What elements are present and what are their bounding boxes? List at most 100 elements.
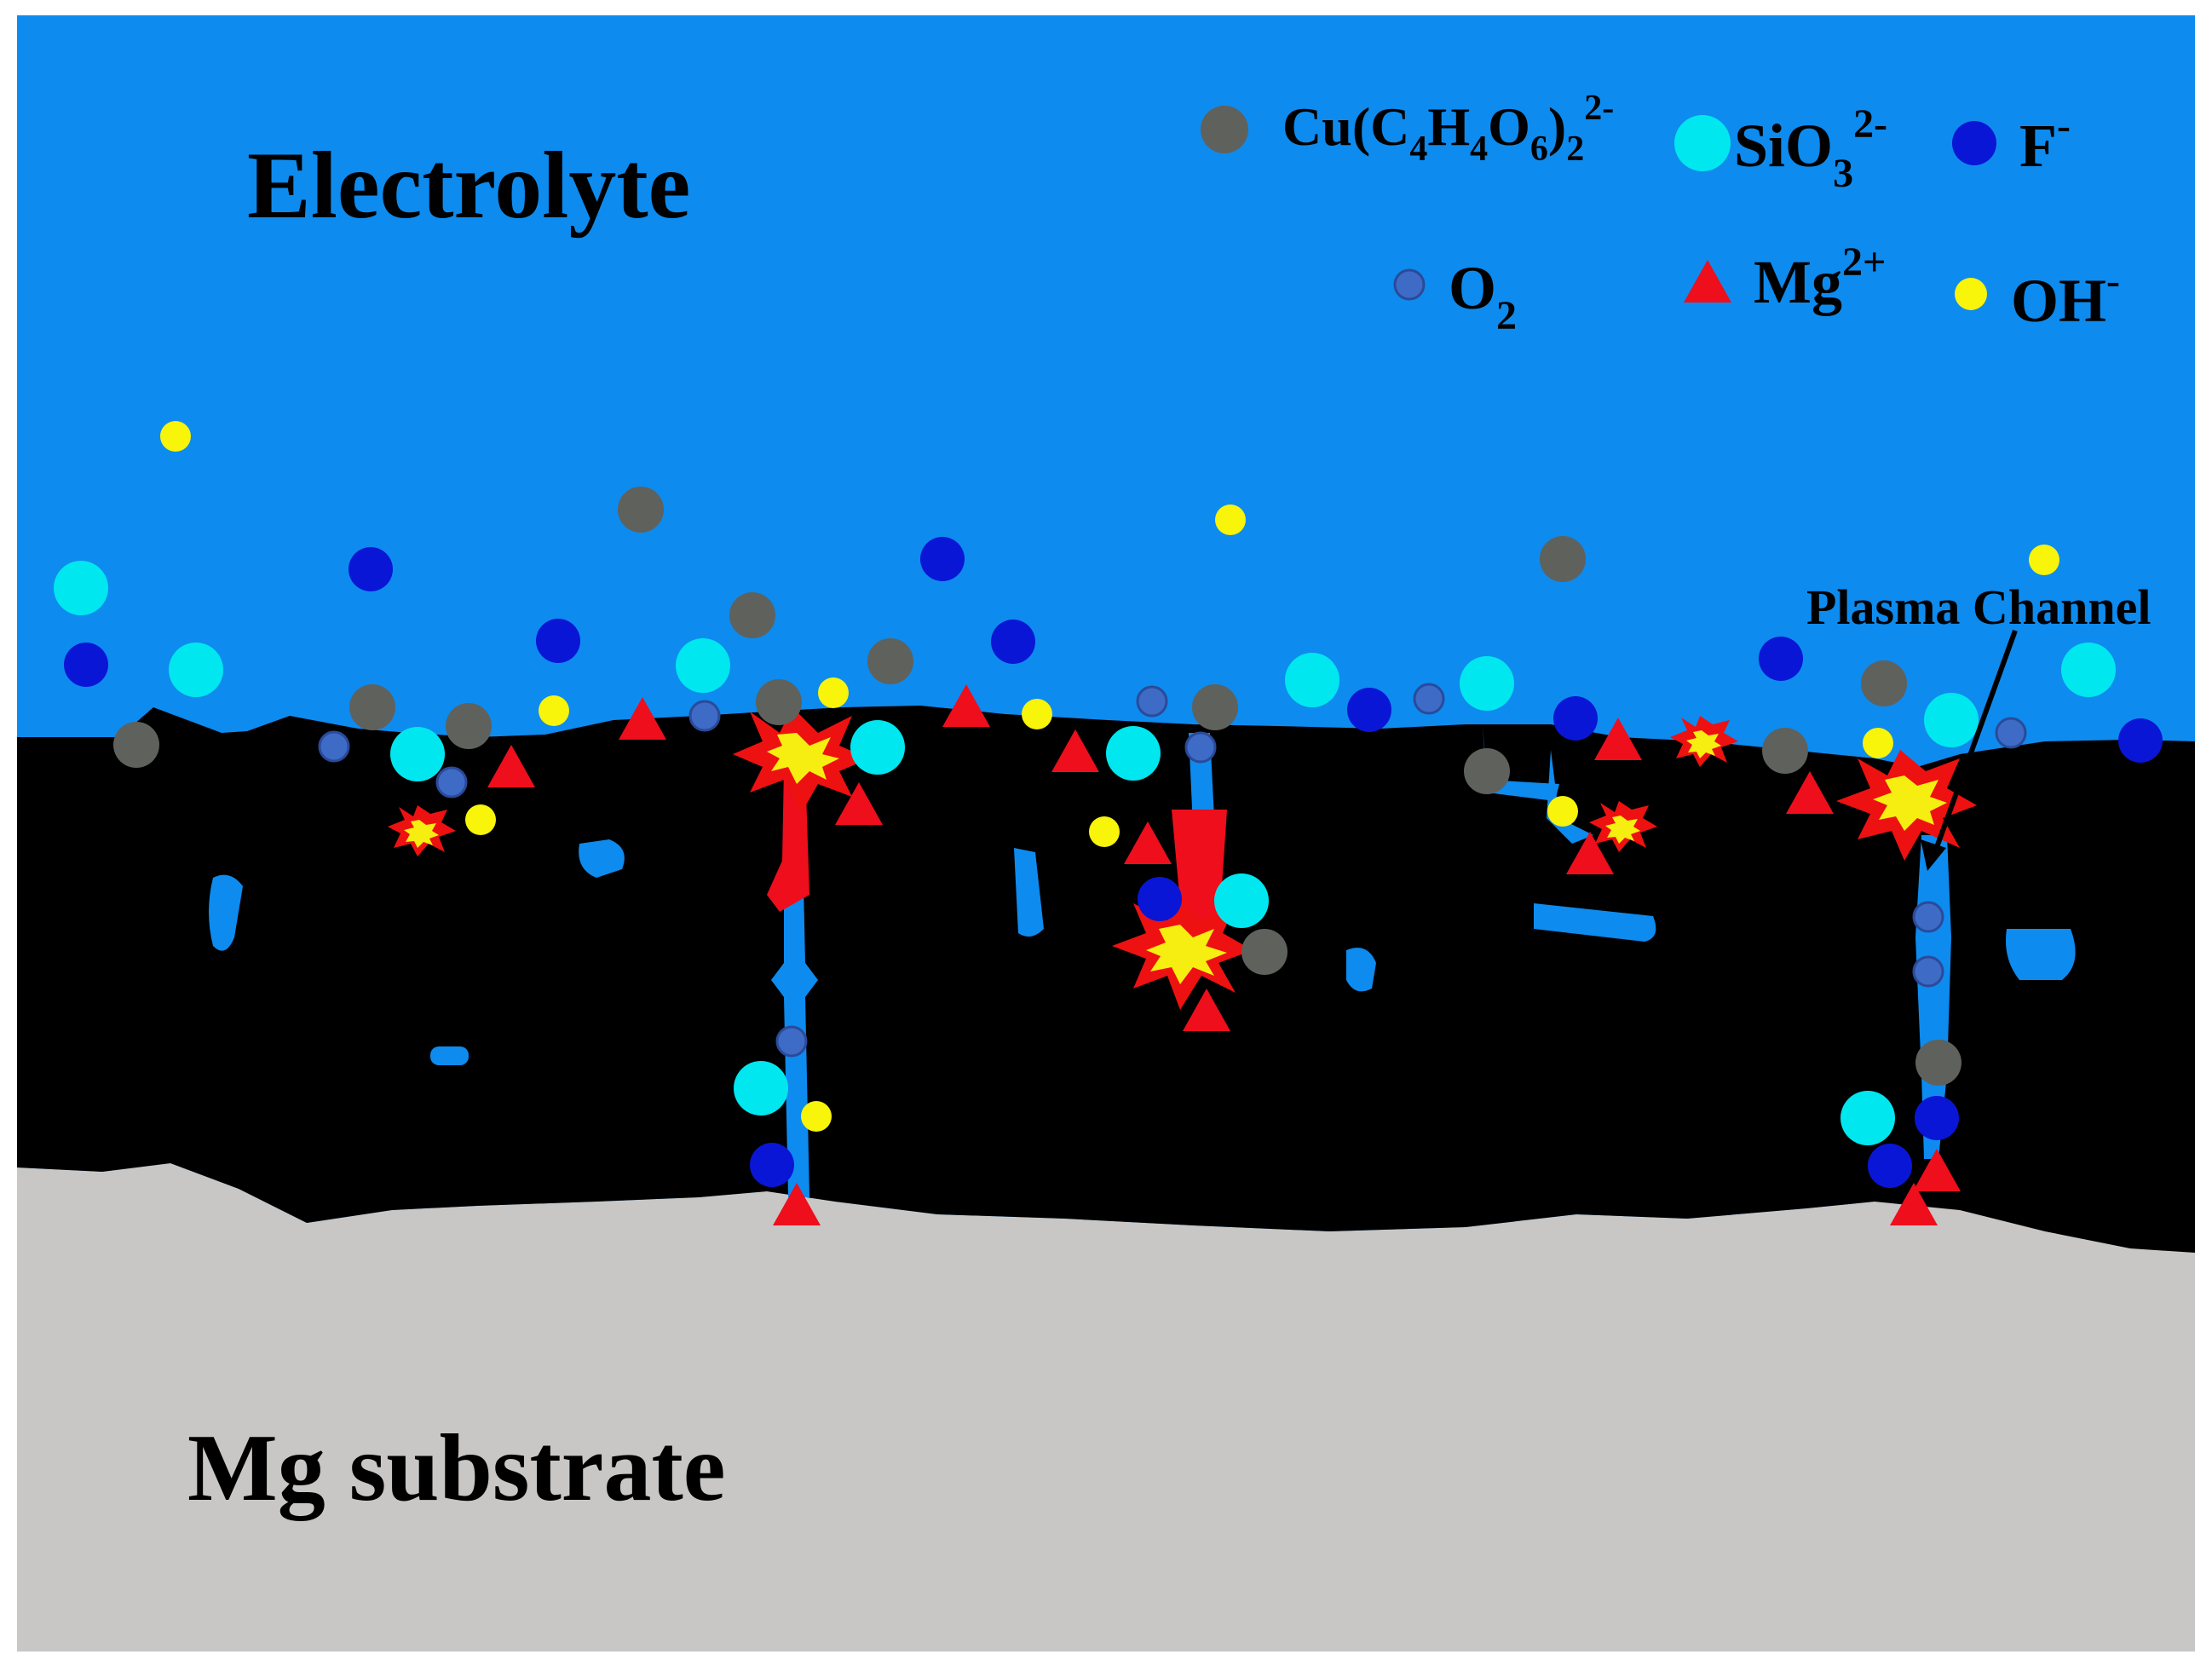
pore — [1534, 903, 1656, 942]
fluoride-ion — [920, 537, 965, 581]
text: Mg — [1754, 248, 1842, 316]
superscript: 2- — [1853, 101, 1887, 147]
fluoride-ion — [1759, 637, 1803, 681]
pore — [430, 1046, 469, 1065]
magnesium-ion — [1183, 989, 1230, 1031]
cu-tartrate-ion — [1192, 684, 1238, 730]
oxide-coating-layer — [17, 706, 2195, 1253]
cu-text: Cu(C — [1282, 96, 1409, 157]
oxygen-molecule — [1136, 685, 1168, 718]
silicate-ion — [1214, 873, 1269, 928]
cu-tartrate-ion — [1540, 536, 1586, 582]
magnesium-ion — [835, 782, 883, 825]
cu-tartrate-ion — [756, 679, 802, 725]
fluoride-ion — [1868, 1144, 1912, 1188]
oxygen-molecule — [1995, 717, 2027, 749]
silicate-ions — [54, 561, 2116, 1145]
spark-discharges — [388, 707, 1977, 1010]
superscript: - — [2057, 103, 2071, 148]
cu-tartrate-ion — [1464, 748, 1510, 794]
pore — [1346, 948, 1376, 992]
electrolyte-label: Electrolyte — [247, 133, 690, 239]
text: F — [2019, 112, 2057, 180]
pore — [579, 839, 625, 878]
silicate-ion — [169, 643, 223, 697]
cu-tartrate-ions — [113, 487, 1961, 1086]
mg-substrate-region — [17, 1163, 2195, 1652]
fluoride-ion — [64, 643, 108, 687]
plasma-channel-label: Plasma Channel — [1806, 579, 2151, 635]
cu-tartrate-ion — [1915, 1040, 1961, 1086]
legend-magnesium-swatch — [1684, 260, 1731, 303]
hydroxide-ion — [1547, 796, 1578, 827]
text: OH — [2011, 267, 2106, 335]
legend-silicate-swatch — [1674, 115, 1731, 171]
legend-magnesium-label: Mg2+ — [1754, 239, 1886, 316]
fluoride-ion — [1138, 877, 1182, 921]
oxygen-molecule — [1912, 901, 1944, 933]
legend-hydroxide-swatch — [1955, 278, 1987, 310]
silicate-ion — [734, 1061, 788, 1115]
legend-oxygen-label: O2 — [1449, 254, 1517, 338]
text: ) — [1548, 96, 1566, 157]
fluoride-ion — [1347, 688, 1391, 732]
hydroxide-ion — [465, 804, 496, 835]
cu-tartrate-ion — [349, 684, 395, 730]
cu-tartrate-ion — [113, 722, 159, 768]
oxygen-molecule — [1413, 683, 1445, 715]
magnesium-ion — [619, 697, 666, 740]
hydroxide-ions — [160, 421, 2059, 1132]
silicate-ion — [1106, 726, 1161, 781]
text: O — [1449, 254, 1496, 322]
text: O — [1488, 96, 1530, 157]
hydroxide-ion — [160, 421, 191, 452]
cu-tartrate-ion — [1861, 660, 1907, 706]
spark-icon — [767, 733, 839, 784]
legend-cu-tartrate-swatch — [1201, 106, 1248, 153]
cu-tartrate-ion — [729, 592, 775, 638]
cu-tartrate-ion — [618, 487, 664, 533]
oxygen-molecule — [688, 700, 721, 732]
hydroxide-ion — [2029, 545, 2059, 575]
text: H — [1427, 96, 1470, 157]
text: SiO — [1734, 112, 1833, 180]
silicate-ion — [1924, 693, 1979, 747]
subscript: 4 — [1409, 130, 1427, 169]
oxygen-molecules — [318, 683, 2027, 1058]
spark-icon — [1146, 925, 1227, 984]
subscript: 3 — [1833, 151, 1853, 196]
superscript: 2- — [1584, 89, 1614, 128]
cu-tartrate-ion — [867, 638, 913, 684]
pore — [1014, 848, 1044, 937]
magnesium-ions — [487, 684, 1961, 1225]
magnesium-ion — [942, 684, 990, 727]
hydroxide-ion — [801, 1101, 832, 1132]
spark-icon — [1605, 816, 1640, 844]
fluoride-ion — [1915, 1096, 1959, 1140]
hydroxide-ion — [1022, 699, 1052, 729]
fluoride-ion — [991, 620, 1035, 664]
pore — [209, 874, 243, 951]
magnesium-ion — [1594, 718, 1642, 760]
subscript: 6 — [1530, 130, 1548, 169]
channel-left — [771, 767, 818, 1197]
superscript: 2+ — [1842, 239, 1886, 285]
hydroxide-ion — [539, 695, 569, 726]
legend-cu-tartrate-label: Cu(C4H4O6)22- — [1282, 89, 1614, 169]
subscript: 4 — [1470, 130, 1488, 169]
spark-icon — [1686, 730, 1721, 758]
legend-oxygen-swatch — [1393, 268, 1426, 301]
magnesium-ion — [1890, 1183, 1938, 1225]
magnesium-ion — [1051, 729, 1099, 772]
silicate-ion — [2061, 643, 2116, 697]
magnesium-ion — [1566, 832, 1614, 874]
superscript: - — [2106, 258, 2120, 303]
hydroxide-ion — [1089, 816, 1120, 847]
fluoride-ions — [64, 537, 2163, 1188]
silicate-ion — [54, 561, 108, 615]
legend-fluoride-label: F- — [2019, 103, 2071, 180]
spark-icon — [404, 820, 439, 848]
legend-silicate-label: SiO32- — [1734, 101, 1887, 196]
arrowhead-icon — [1921, 839, 1946, 871]
